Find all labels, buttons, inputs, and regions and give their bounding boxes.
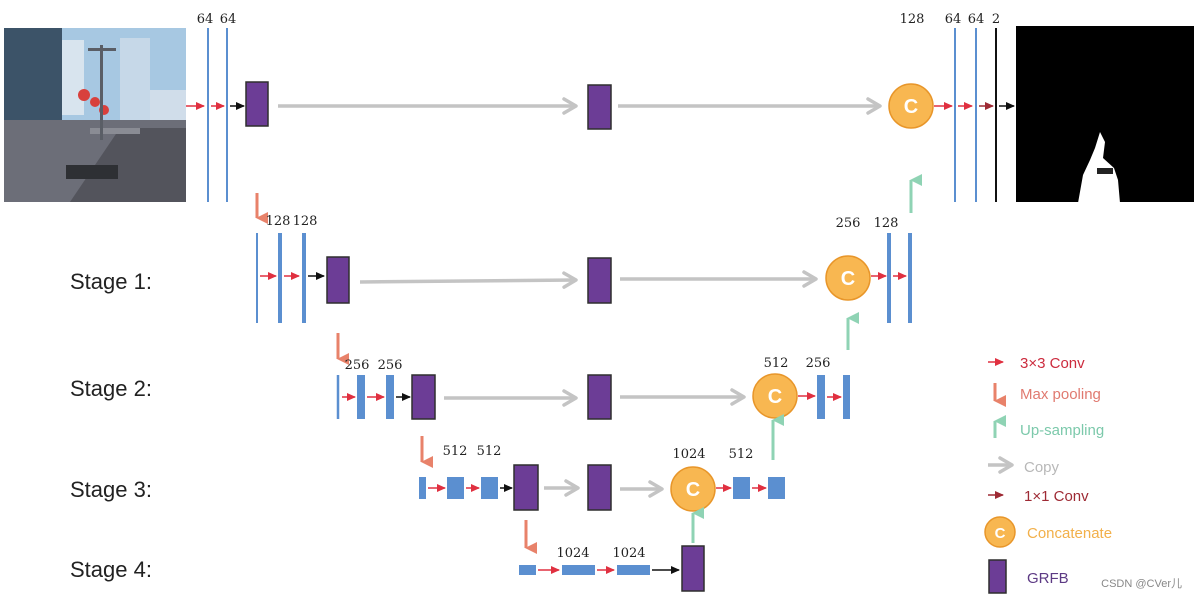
legend-max-pooling: Max pooling <box>1020 386 1101 403</box>
svg-text:C: C <box>841 268 855 290</box>
concatenate-circle-icon: C <box>888 83 934 129</box>
level-2: C 256 256 512 256 <box>336 356 850 420</box>
feature-map-256b <box>386 375 394 419</box>
grfb-block <box>513 464 539 511</box>
feature-map <box>419 477 426 499</box>
channel-label: 512 <box>764 356 789 371</box>
channel-label: 64 <box>968 12 985 27</box>
channel-label: 512 <box>729 447 754 462</box>
grfb-block <box>587 464 612 511</box>
feature-map-1024b <box>617 565 650 575</box>
legend-conv3x3: 3×3 Conv <box>1020 355 1085 372</box>
grfb-block <box>587 374 612 420</box>
feature-map-256a <box>357 375 365 419</box>
grfb-block <box>681 545 705 592</box>
level-0: C 64 64 128 64 64 2 <box>186 12 1015 202</box>
channel-label: 128 <box>266 214 291 229</box>
legend-copy: Copy <box>1024 459 1060 476</box>
feature-map-128a <box>278 233 282 323</box>
stage-label-2: Stage 2: <box>70 376 152 401</box>
feature-map-dec <box>768 477 785 499</box>
channel-label: 64 <box>945 12 962 27</box>
channel-label: 128 <box>874 216 899 231</box>
legend-concatenate: Concatenate <box>1027 525 1112 542</box>
channel-label: 128 <box>293 214 318 229</box>
grfb-block <box>587 84 612 130</box>
channel-label: 256 <box>378 358 403 373</box>
feature-map-128b <box>302 233 306 323</box>
svg-text:C: C <box>768 386 782 408</box>
feature-map-512a <box>447 477 464 499</box>
stage-label-1: Stage 1: <box>70 269 152 294</box>
feature-map-dec <box>843 375 850 419</box>
feature-map-dec <box>908 233 912 323</box>
legend-up-sampling: Up-sampling <box>1020 422 1104 439</box>
concatenate-legend-icon: C <box>984 516 1016 548</box>
channel-label: 64 <box>220 12 237 27</box>
grfb-block <box>411 374 436 420</box>
channel-label: 256 <box>806 356 831 371</box>
channel-label: 512 <box>443 444 468 459</box>
feature-map-1024a <box>562 565 595 575</box>
feature-map-dec-256 <box>817 375 825 419</box>
concatenate-circle-icon: C <box>670 466 716 512</box>
level-4: 1024 1024 <box>519 545 705 592</box>
watermark: CSDN @CVer儿 <box>1101 577 1182 590</box>
level-3: C 512 512 1024 512 <box>419 444 785 512</box>
output-segmentation-mask <box>1016 26 1194 203</box>
stage-label-4: Stage 4: <box>70 557 152 582</box>
input-image <box>4 28 186 202</box>
channel-label: 1024 <box>672 447 705 462</box>
channel-label: 128 <box>900 12 925 27</box>
grfb-block <box>587 257 612 304</box>
svg-text:C: C <box>686 479 700 501</box>
legend-grfb: GRFB <box>1027 570 1069 587</box>
feature-map <box>519 565 536 575</box>
channel-label: 1024 <box>612 546 645 561</box>
grfb-legend-icon <box>988 559 1007 594</box>
channel-label: 64 <box>197 12 214 27</box>
legend: 3×3 Conv Max pooling Up-sampling Copy 1×… <box>984 355 1112 594</box>
concatenate-circle-icon: C <box>752 373 798 419</box>
level-1: C 128 128 256 128 <box>256 214 912 323</box>
feature-map-dec-128 <box>887 233 891 323</box>
channel-label: 1024 <box>556 546 589 561</box>
channel-label: 2 <box>992 12 1000 27</box>
channel-label: 256 <box>345 358 370 373</box>
grfb-block <box>245 81 269 127</box>
concatenate-circle-icon: C <box>825 255 871 301</box>
legend-conv1x1: 1×1 Conv <box>1024 488 1089 505</box>
svg-text:C: C <box>904 96 918 118</box>
grfb-block <box>326 256 350 304</box>
copy-arrow <box>359 271 578 289</box>
channel-label: 512 <box>477 444 502 459</box>
feature-map-dec-512 <box>733 477 750 499</box>
svg-text:C: C <box>995 525 1006 542</box>
channel-label: 256 <box>836 216 861 231</box>
stage-label-3: Stage 3: <box>70 477 152 502</box>
feature-map-512b <box>481 477 498 499</box>
